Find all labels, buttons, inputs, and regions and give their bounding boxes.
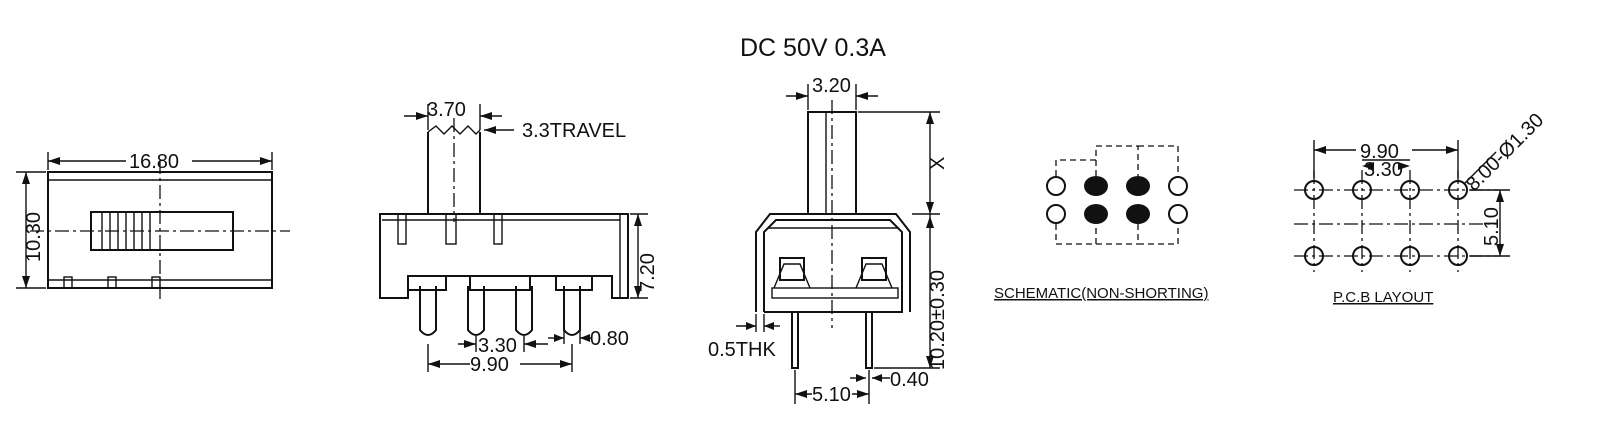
end-contact-left: [779, 257, 805, 281]
pcb-pitch-dim: 3.30: [1364, 159, 1403, 181]
schematic-contact: [1126, 176, 1150, 196]
side-pitch-dim: 3.30: [478, 335, 517, 357]
schematic-contact: [1084, 176, 1108, 196]
side-travel-dim: 3.3TRAVEL: [522, 120, 626, 142]
end-thickness-dim: 0.5THK: [708, 339, 776, 361]
side-actuator-dim: 3.70: [427, 99, 466, 121]
pcb-layout: 9.90 3.30 8.00-Ø1.30 5.10 P.C.B LAYOUT: [1294, 109, 1548, 306]
schematic: SCHEMATIC(NON-SHORTING): [994, 145, 1208, 302]
pcb-hole: [1304, 246, 1324, 266]
schematic-caption: SCHEMATIC(NON-SHORTING): [994, 285, 1208, 302]
front-height-dim: 10.30: [23, 212, 45, 262]
pcb-hole: [1352, 180, 1372, 200]
end-housing: [755, 213, 911, 313]
front-view: 16.80 10.30: [16, 151, 290, 300]
pcb-hole: [1448, 180, 1468, 200]
end-x-dim: X: [927, 157, 949, 170]
end-contact-right: [861, 257, 887, 281]
end-height-dim: 10.20±0.30: [927, 270, 949, 370]
side-pin-3: [515, 286, 533, 336]
front-width-dim: 16.80: [129, 151, 179, 173]
side-pin-width-dim: 0.80: [590, 328, 629, 350]
side-pin-2: [467, 286, 485, 336]
pcb-span-dim: 9.90: [1360, 141, 1399, 163]
side-body-outline: [379, 213, 629, 299]
pcb-row-spacing-dim: 5.10: [1481, 207, 1503, 246]
side-actuator: [427, 132, 481, 214]
pcb-caption: P.C.B LAYOUT: [1333, 289, 1433, 306]
side-height-dim: 7.20: [637, 253, 659, 292]
pcb-hole: [1400, 180, 1420, 200]
end-view: 3.20 X 10.20±0.30 0.5THK 5.10: [708, 75, 949, 406]
schematic-terminal: [1168, 204, 1188, 224]
side-view: 3.70 3.3TRAVEL 7.20 3.30 0.80: [379, 99, 659, 376]
end-pin-thickness-dim: 0.40: [890, 369, 929, 391]
pcb-hole: [1400, 246, 1420, 266]
side-pin-4: [563, 286, 581, 336]
schematic-terminal: [1168, 176, 1188, 196]
schematic-contact: [1084, 204, 1108, 224]
pcb-hole: [1352, 246, 1372, 266]
end-actuator-dim: 3.20: [812, 75, 851, 97]
side-pin-1: [419, 286, 437, 336]
end-pin-right: [865, 312, 873, 369]
pcb-hole-callout: 8.00-Ø1.30: [1462, 109, 1548, 195]
pcb-hole: [1304, 180, 1324, 200]
pcb-hole: [1448, 246, 1468, 266]
schematic-terminal: [1046, 176, 1066, 196]
schematic-terminal: [1046, 204, 1066, 224]
end-pin-left: [791, 312, 799, 369]
end-pin-spacing-dim: 5.10: [812, 384, 851, 406]
schematic-contact: [1126, 204, 1150, 224]
rating-title: DC 50V 0.3A: [740, 34, 886, 62]
side-span-dim: 9.90: [470, 354, 509, 376]
